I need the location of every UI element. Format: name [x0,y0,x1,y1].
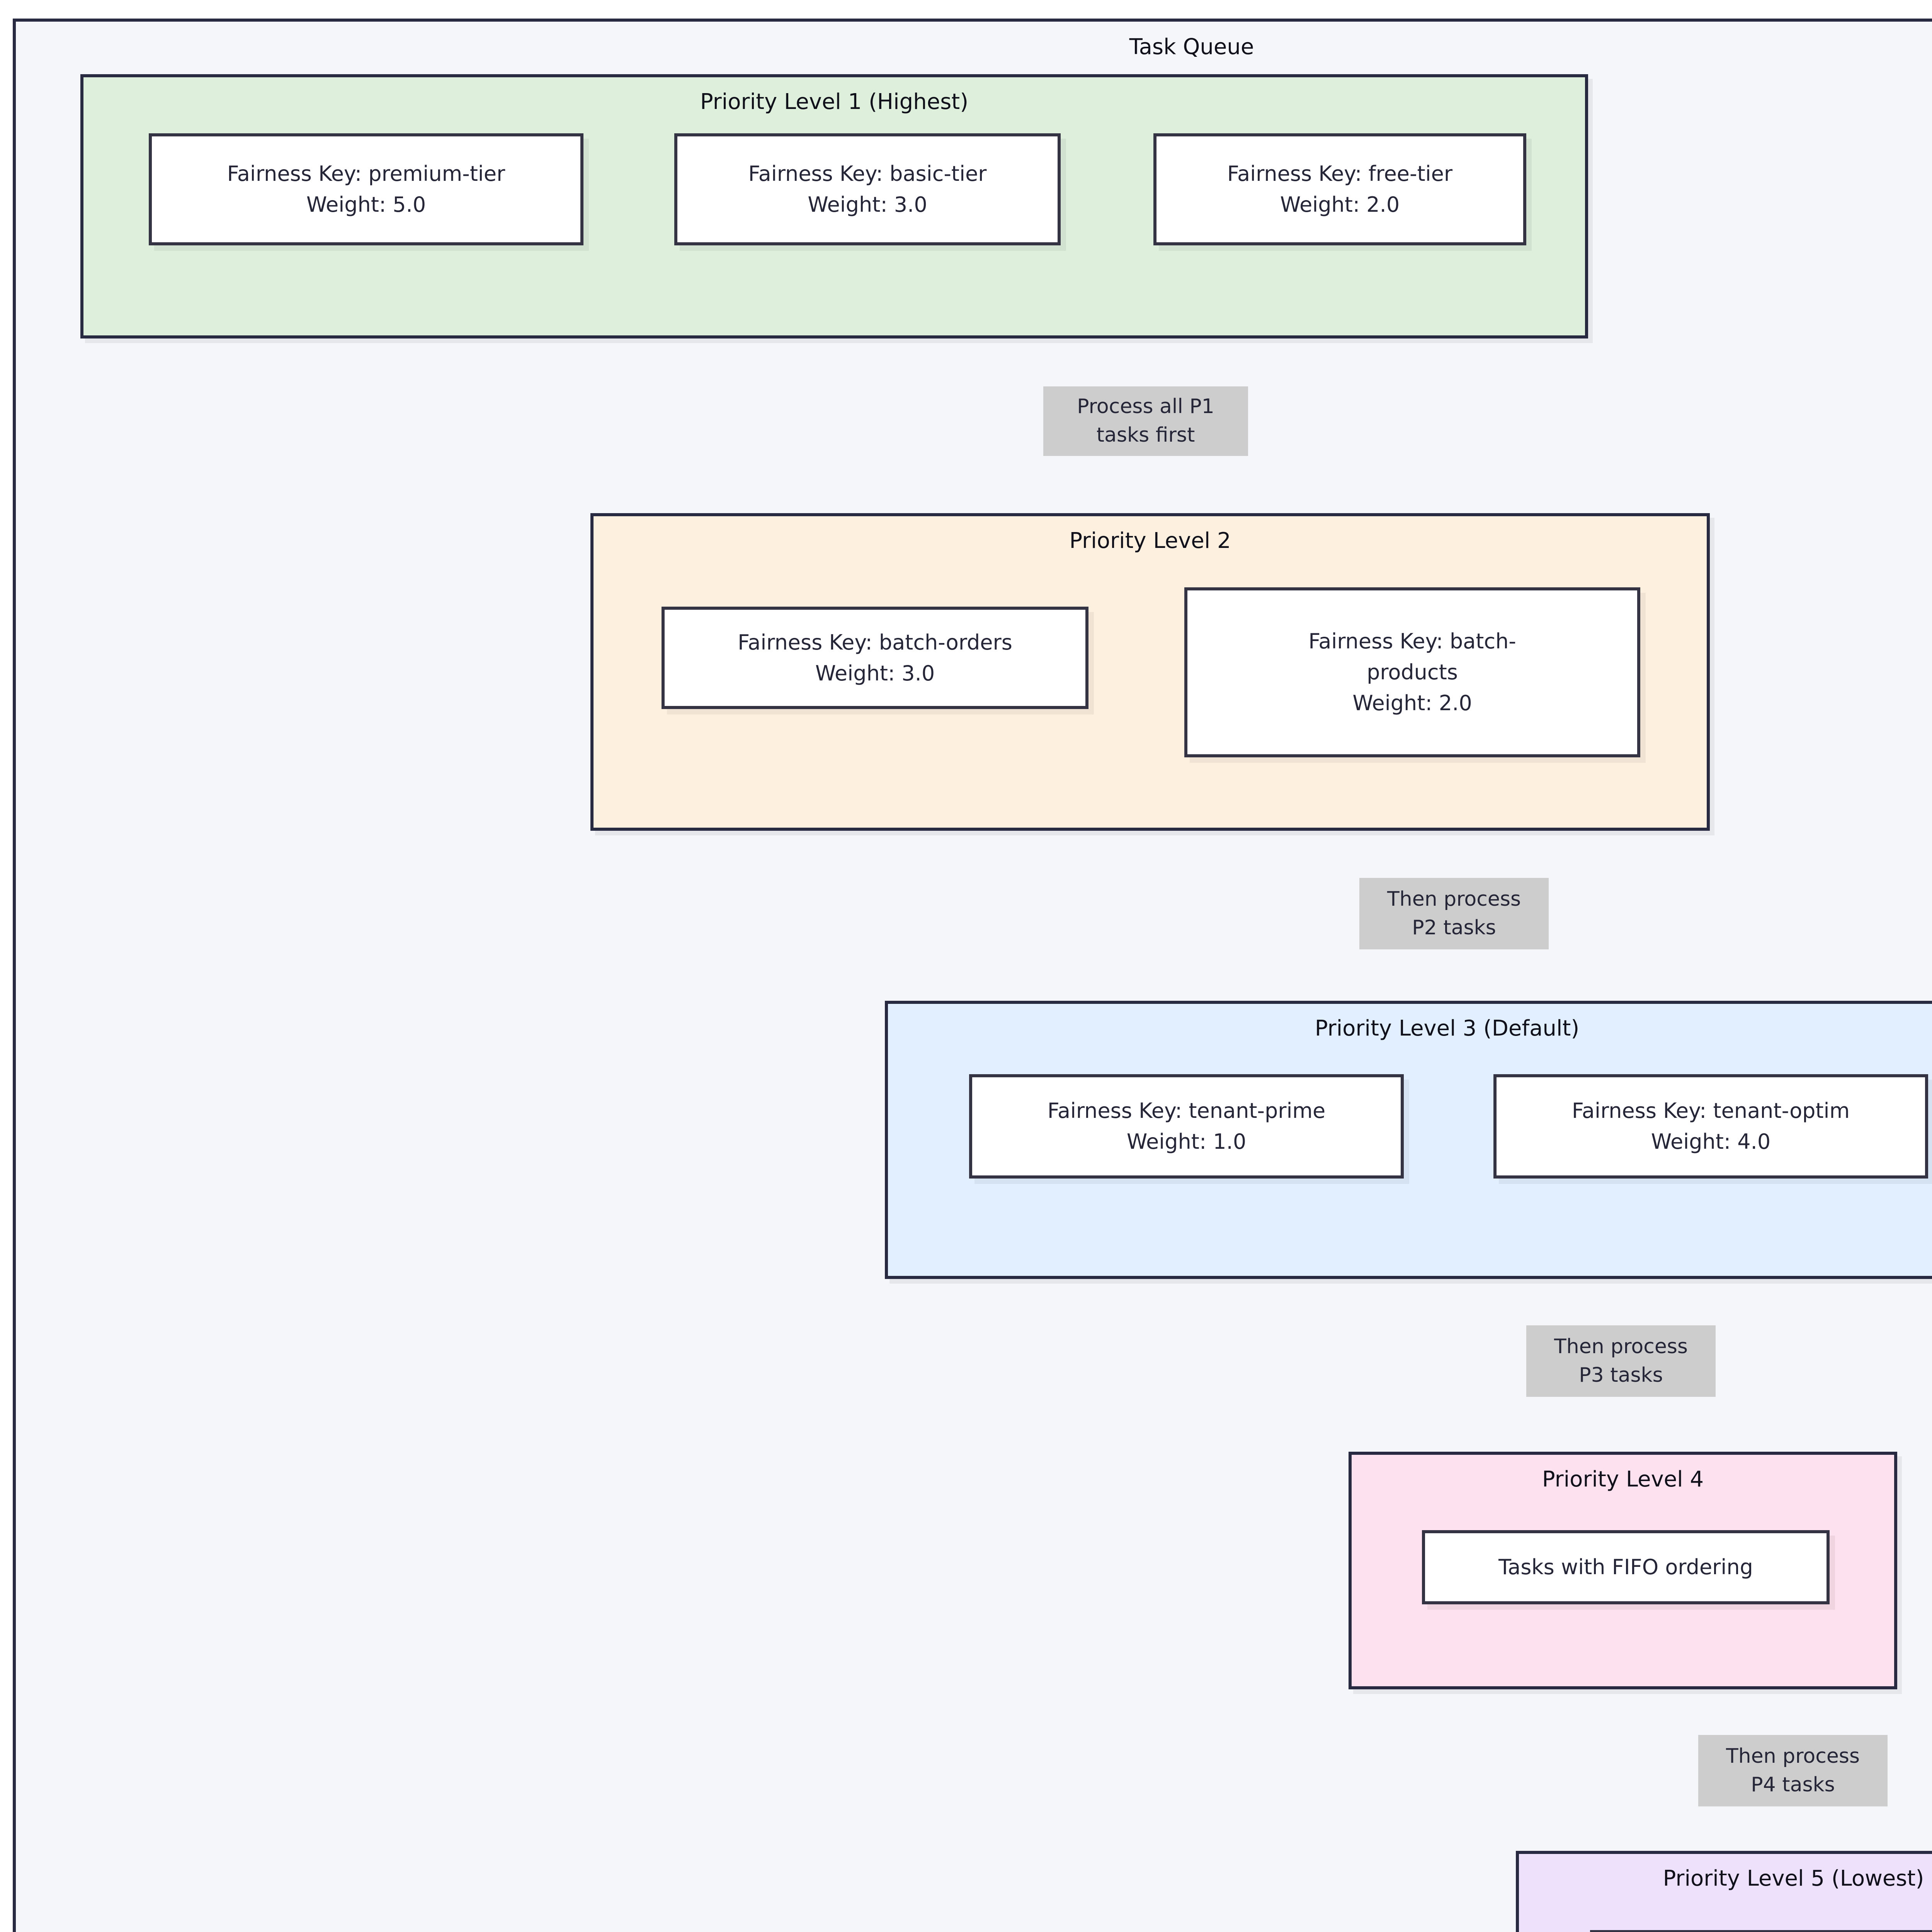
node-line: Tasks with FIFO ordering [1498,1555,1753,1580]
node-line: Weight: 3.0 [815,661,935,685]
node-line: Fairness Key: batch-orders [738,630,1012,655]
edge-label-then-process-p4-tasks: Then process P4 tasks [1698,1735,1888,1806]
node-line: Weight: 2.0 [1280,192,1400,217]
cluster-priority-level-5: Priority Level 5 (Lowest) [1516,1851,1932,1932]
edge-label-line: Process all P1 [1077,395,1214,418]
node-line: Weight: 5.0 [306,192,426,217]
edge-label-line: Then process [1387,887,1521,911]
cluster-title-priority-level-2: Priority Level 2 [1069,528,1231,553]
cluster-title-priority-level-5: Priority Level 5 (Lowest) [1663,1866,1924,1891]
edge-label-then-process-p3-tasks: Then process P3 tasks [1526,1325,1716,1397]
edge-label-line: Then process [1554,1335,1688,1358]
cluster-title-task-queue: Task Queue [1129,34,1254,60]
cluster-title-priority-level-1: Priority Level 1 (Highest) [700,89,969,114]
node-fairness-key-premium-tier[interactable]: Fairness Key: premium-tier Weight: 5.0 [149,133,583,245]
node-line: Fairness Key: free-tier [1227,162,1453,186]
node-line: Fairness Key: premium-tier [227,162,505,186]
node-fairness-key-basic-tier[interactable]: Fairness Key: basic-tier Weight: 3.0 [674,133,1061,245]
node-fairness-key-batch-products[interactable]: Fairness Key: batch- products Weight: 2.… [1184,587,1640,757]
node-p4-tasks-fifo-ordering[interactable]: Tasks with FIFO ordering [1422,1530,1830,1604]
node-line: Weight: 1.0 [1126,1129,1247,1154]
node-line: Fairness Key: basic-tier [748,162,987,186]
node-fairness-key-batch-orders[interactable]: Fairness Key: batch-orders Weight: 3.0 [662,607,1088,709]
edge-label-line: P3 tasks [1579,1363,1663,1387]
edge-label-then-process-p2-tasks: Then process P2 tasks [1359,878,1549,949]
node-fairness-key-tenant-prime[interactable]: Fairness Key: tenant-prime Weight: 1.0 [969,1074,1404,1179]
node-line: Weight: 4.0 [1651,1129,1771,1154]
edge-label-line: tasks first [1096,423,1195,447]
node-line: Fairness Key: tenant-optim [1571,1099,1850,1123]
node-line: Weight: 2.0 [1352,690,1472,715]
edge-label-line: P2 tasks [1412,916,1496,939]
node-line: Weight: 3.0 [808,192,927,217]
node-line: Fairness Key: tenant-prime [1047,1099,1326,1123]
cluster-title-priority-level-3: Priority Level 3 (Default) [1315,1016,1580,1041]
node-line: Fairness Key: batch- [1308,629,1516,654]
node-line: products [1367,660,1458,685]
edge-label-line: Then process [1726,1744,1860,1768]
cluster-title-priority-level-4: Priority Level 4 [1542,1467,1704,1492]
node-p5-tasks-fifo-ordering[interactable]: Tasks with FIFO ordering [1590,1930,1932,1932]
edge-label-process-all-p1-tasks-first: Process all P1 tasks first [1043,386,1248,456]
edge-label-line: P4 tasks [1751,1773,1835,1796]
node-fairness-key-tenant-optim[interactable]: Fairness Key: tenant-optim Weight: 4.0 [1493,1074,1928,1179]
node-fairness-key-free-tier[interactable]: Fairness Key: free-tier Weight: 2.0 [1153,133,1526,245]
